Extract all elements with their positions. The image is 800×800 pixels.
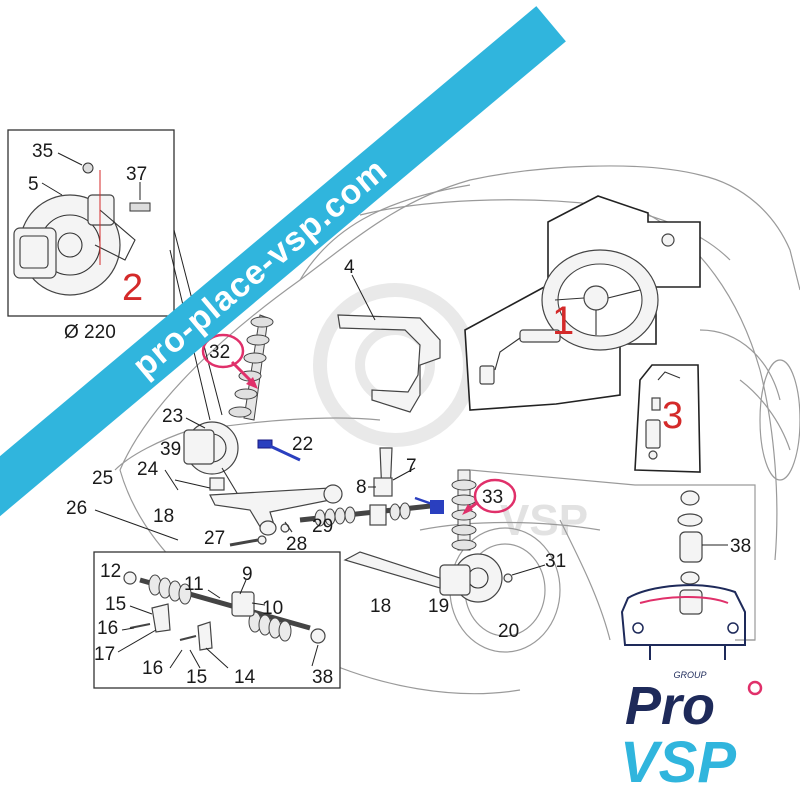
part-label-38-right: 38 (730, 536, 751, 557)
part-label-15-upper: 15 (105, 594, 126, 615)
part-label-28: 28 (286, 534, 307, 555)
crossmember-part-4 (337, 274, 441, 413)
logo-pro-text: Pro (625, 676, 715, 736)
steering-rack-inset (93, 551, 341, 689)
part-label-14: 14 (234, 667, 256, 688)
highlight-ring-33 (473, 478, 517, 514)
part-label-29: 29 (312, 516, 333, 537)
provsp-logo: GROUP Pro VSP (620, 584, 763, 795)
part-label-8: 8 (356, 477, 367, 498)
part-label-4: 4 (344, 257, 355, 278)
highlight-ring-32 (201, 333, 245, 369)
part-label-20: 20 (498, 621, 519, 642)
part-label-22: 22 (292, 434, 313, 455)
part-label-24: 24 (137, 459, 159, 480)
part-label-33: 33 (482, 487, 503, 508)
bolts-27-28 (229, 521, 293, 547)
part-label-31: 31 (545, 551, 566, 572)
part-label-11: 11 (184, 574, 204, 595)
steering-lock-panel (634, 364, 701, 473)
wishbone-left (94, 469, 343, 541)
arrowhead-33 (462, 504, 473, 515)
steering-wheel-panel (464, 195, 701, 411)
logo-vsp-text: VSP (620, 730, 736, 795)
section-label-3: 3 (662, 395, 683, 437)
part-label-7: 7 (406, 456, 417, 477)
steering-rack-center (299, 447, 444, 527)
part-label-19: 19 (428, 596, 449, 617)
part-label-15-lower: 15 (186, 667, 207, 688)
arrowhead-32 (246, 377, 258, 389)
part-label-32: 32 (209, 342, 230, 363)
part-label-18-upper: 18 (153, 506, 174, 527)
part-label-39: 39 (160, 439, 181, 460)
part-label-12: 12 (100, 561, 121, 582)
part-label-35: 35 (32, 141, 53, 162)
part-label-16-upper: 16 (97, 618, 118, 639)
section-label-1: 1 (552, 299, 574, 343)
front-right-strut (343, 469, 546, 603)
part-label-23: 23 (162, 406, 183, 427)
brake-disc-inset (7, 129, 175, 317)
part-label-18-lower: 18 (370, 596, 391, 617)
part-label-9: 9 (242, 564, 253, 585)
strut-mount-stack (469, 469, 756, 641)
part-label-37: 37 (126, 164, 147, 185)
part-label-25: 25 (92, 468, 113, 489)
logo-group-text: GROUP (673, 670, 706, 680)
part-label-27: 27 (204, 528, 225, 549)
part-label-38-left: 38 (312, 667, 333, 688)
part-label-17: 17 (94, 644, 115, 665)
part-label-16-lower: 16 (142, 658, 163, 679)
front-left-strut (183, 314, 301, 499)
disc-diameter-label: Ø 220 (64, 322, 116, 343)
watermark-vsp: VSP (500, 496, 588, 545)
part-label-10: 10 (262, 598, 283, 619)
section-label-2: 2 (122, 267, 143, 309)
part-label-5: 5 (28, 174, 39, 195)
part-label-26: 26 (66, 498, 87, 519)
